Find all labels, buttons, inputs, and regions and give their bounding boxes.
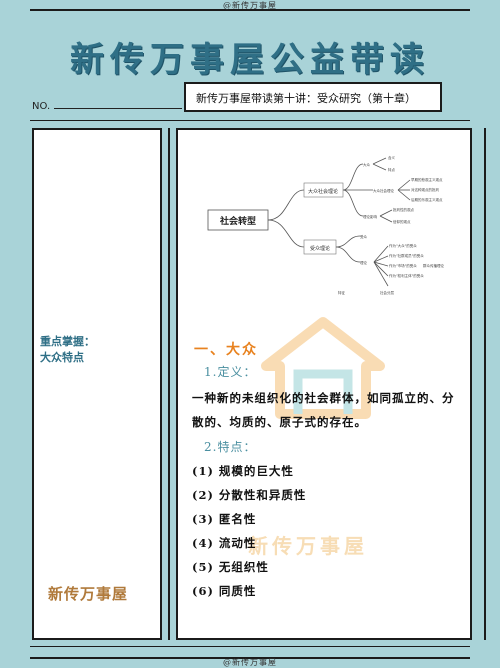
definition-heading: 1.定义：	[204, 365, 257, 379]
map-connector	[373, 261, 389, 277]
keypoints: 重点掌握： 大众特点	[40, 334, 95, 366]
map-connector	[379, 215, 393, 223]
number-blank-line	[54, 100, 183, 109]
number-row: NO.	[32, 100, 183, 112]
map-small: 作为"大众"的受众	[389, 243, 417, 248]
features-heading: 2.特点：	[204, 440, 257, 454]
mind-map: 社会转型 大众社会理论 受众理论 大众 大众社会理论 理论影响 受众 理论 含义…	[207, 155, 444, 295]
map-root: 社会转型	[219, 215, 256, 227]
map-connector	[335, 246, 361, 263]
map-connector	[373, 245, 389, 263]
map-connector	[335, 235, 361, 248]
map-connector	[342, 163, 364, 191]
map-branch-box	[303, 239, 337, 255]
section-title: 一、大众	[194, 342, 258, 358]
map-leaf: 受众	[360, 234, 368, 239]
map-small: 特征	[338, 290, 346, 295]
map-small: 批判性的观点	[393, 207, 414, 212]
map-small: 作为"权利主体"的受众	[389, 273, 424, 278]
left-column: 重点掌握： 大众特点 新传万事屋	[32, 128, 162, 640]
brand-logo: 新传万事屋	[48, 585, 129, 603]
number-label: NO.	[32, 101, 51, 112]
map-root-box	[207, 209, 269, 231]
map-small: 群众传播理论	[423, 263, 444, 268]
content-watermark: 新传万事屋	[248, 534, 368, 558]
map-small: 含义	[388, 155, 396, 160]
map-leaf: 大众	[363, 162, 371, 167]
keypoint-item: 大众特点	[40, 351, 84, 364]
map-small: 社会分层	[380, 290, 394, 295]
column-divider-left	[168, 128, 170, 640]
feature-item: (1) 规模的巨大性	[192, 464, 294, 478]
lecture-header: 新传万事屋带读第十讲：受众研究（第十章）	[184, 82, 442, 112]
map-connector	[373, 261, 389, 287]
page-title: 新传万事屋公益带读	[70, 40, 430, 80]
map-leaf: 大众社会理论	[373, 188, 394, 193]
map-connector	[397, 179, 411, 191]
top-rule	[30, 9, 470, 11]
column-divider-right	[484, 128, 486, 640]
map-small: 特点	[388, 167, 396, 172]
map-connector	[342, 189, 364, 217]
house-watermark-icon	[261, 317, 385, 419]
separator-line-bottom	[30, 646, 470, 647]
feature-item: (4) 流动性	[192, 536, 257, 550]
keypoint-heading: 重点掌握：	[40, 335, 95, 348]
separator-line-top	[30, 120, 470, 121]
definition-text: 一种新的未组织化的社会群体，如同孤立的、分散的、均质的、原子式的存在。	[192, 391, 455, 429]
map-connector	[372, 157, 387, 165]
map-connector	[372, 163, 387, 171]
map-branch-box	[303, 182, 344, 198]
feature-item: (6) 同质性	[192, 584, 257, 598]
map-leaf: 理论影响	[363, 214, 377, 219]
map-small: 作为"市场"的受众	[389, 263, 417, 268]
map-connector	[373, 261, 389, 267]
map-small: 作为"社群成员"的受众	[389, 253, 424, 258]
map-connector	[267, 219, 305, 248]
feature-item: (2) 分散性和异质性	[192, 488, 307, 502]
map-small: 信仰的观点	[393, 219, 411, 224]
map-small: 后期的乐观主义观点	[411, 197, 443, 202]
top-watermark: @新传万事屋	[223, 1, 277, 10]
bottom-rule	[30, 657, 470, 659]
map-small: 对这种观点的批判	[411, 187, 439, 192]
map-connector	[397, 189, 411, 201]
map-connector	[267, 189, 305, 221]
map-branch-1: 大众社会理论	[308, 188, 338, 195]
bottom-watermark: @新传万事屋	[223, 658, 277, 667]
right-column: 社会转型 大众社会理论 受众理论 大众 大众社会理论 理论影响 受众 理论 含义…	[176, 128, 472, 640]
map-connector	[379, 209, 393, 217]
map-branch-2: 受众理论	[310, 245, 330, 252]
map-leaf: 理论	[360, 260, 368, 265]
feature-item: (5) 无组织性	[192, 560, 269, 574]
map-small: 早期的悲观主义观点	[411, 177, 443, 182]
map-connector	[373, 255, 389, 263]
feature-item: (3) 匿名性	[192, 512, 257, 526]
